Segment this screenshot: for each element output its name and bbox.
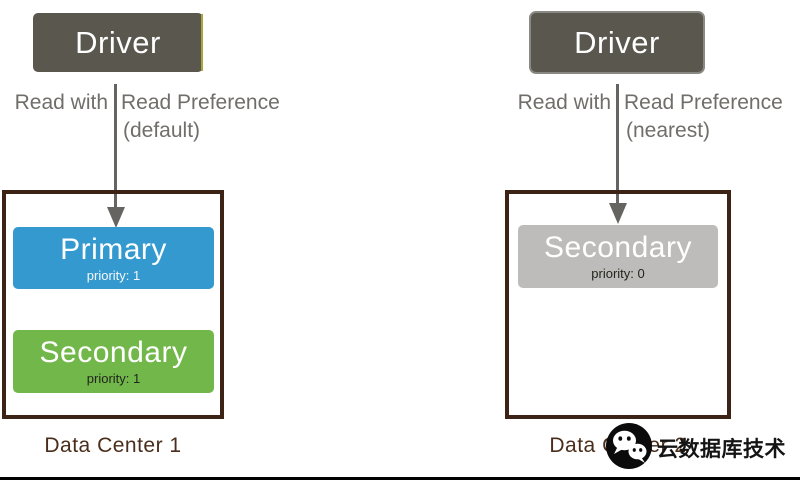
read-with-label-left: Read with [14,91,108,114]
driver-label: Driver [574,24,660,60]
arrow-head-left-icon [107,207,125,228]
bottom-border-strip [0,477,800,480]
read-mode-label-right: (nearest) [626,119,711,142]
arrow-head-right-icon [609,203,627,224]
driver-label: Driver [75,24,161,60]
primary-node: Primary priority: 1 [13,227,214,289]
primary-node-label: Primary [60,232,167,266]
data-center-1-label: Data Center 1 [44,434,182,457]
read-with-label-right: Read with [517,91,611,114]
data-center-box-2 [505,190,731,419]
watermark-text: 云数据库技术 [657,438,786,461]
secondary-node-left: Secondary priority: 1 [13,330,214,393]
read-preference-label-right: Read Preference [624,91,783,114]
primary-priority-label: priority: 1 [86,267,141,283]
read-mode-label-left: (default) [123,119,201,142]
arrow-line-right [616,84,619,206]
secondary-right-priority-label: priority: 0 [591,266,645,281]
driver-box-right: Driver [529,11,705,74]
secondary-node-right-label: Secondary [544,231,692,264]
wechat-bubbles-icon [613,430,647,463]
data-center-box-1 [2,190,224,419]
secondary-left-priority-label: priority: 1 [86,371,141,386]
driver-box-left: Driver [33,13,203,72]
read-preference-label-left: Read Preference [121,91,280,114]
cursor-artifact [201,14,203,71]
wechat-icon [606,423,652,469]
arrow-line-left [114,84,117,210]
secondary-node-left-label: Secondary [39,336,188,369]
secondary-node-right: Secondary priority: 0 [518,225,718,288]
